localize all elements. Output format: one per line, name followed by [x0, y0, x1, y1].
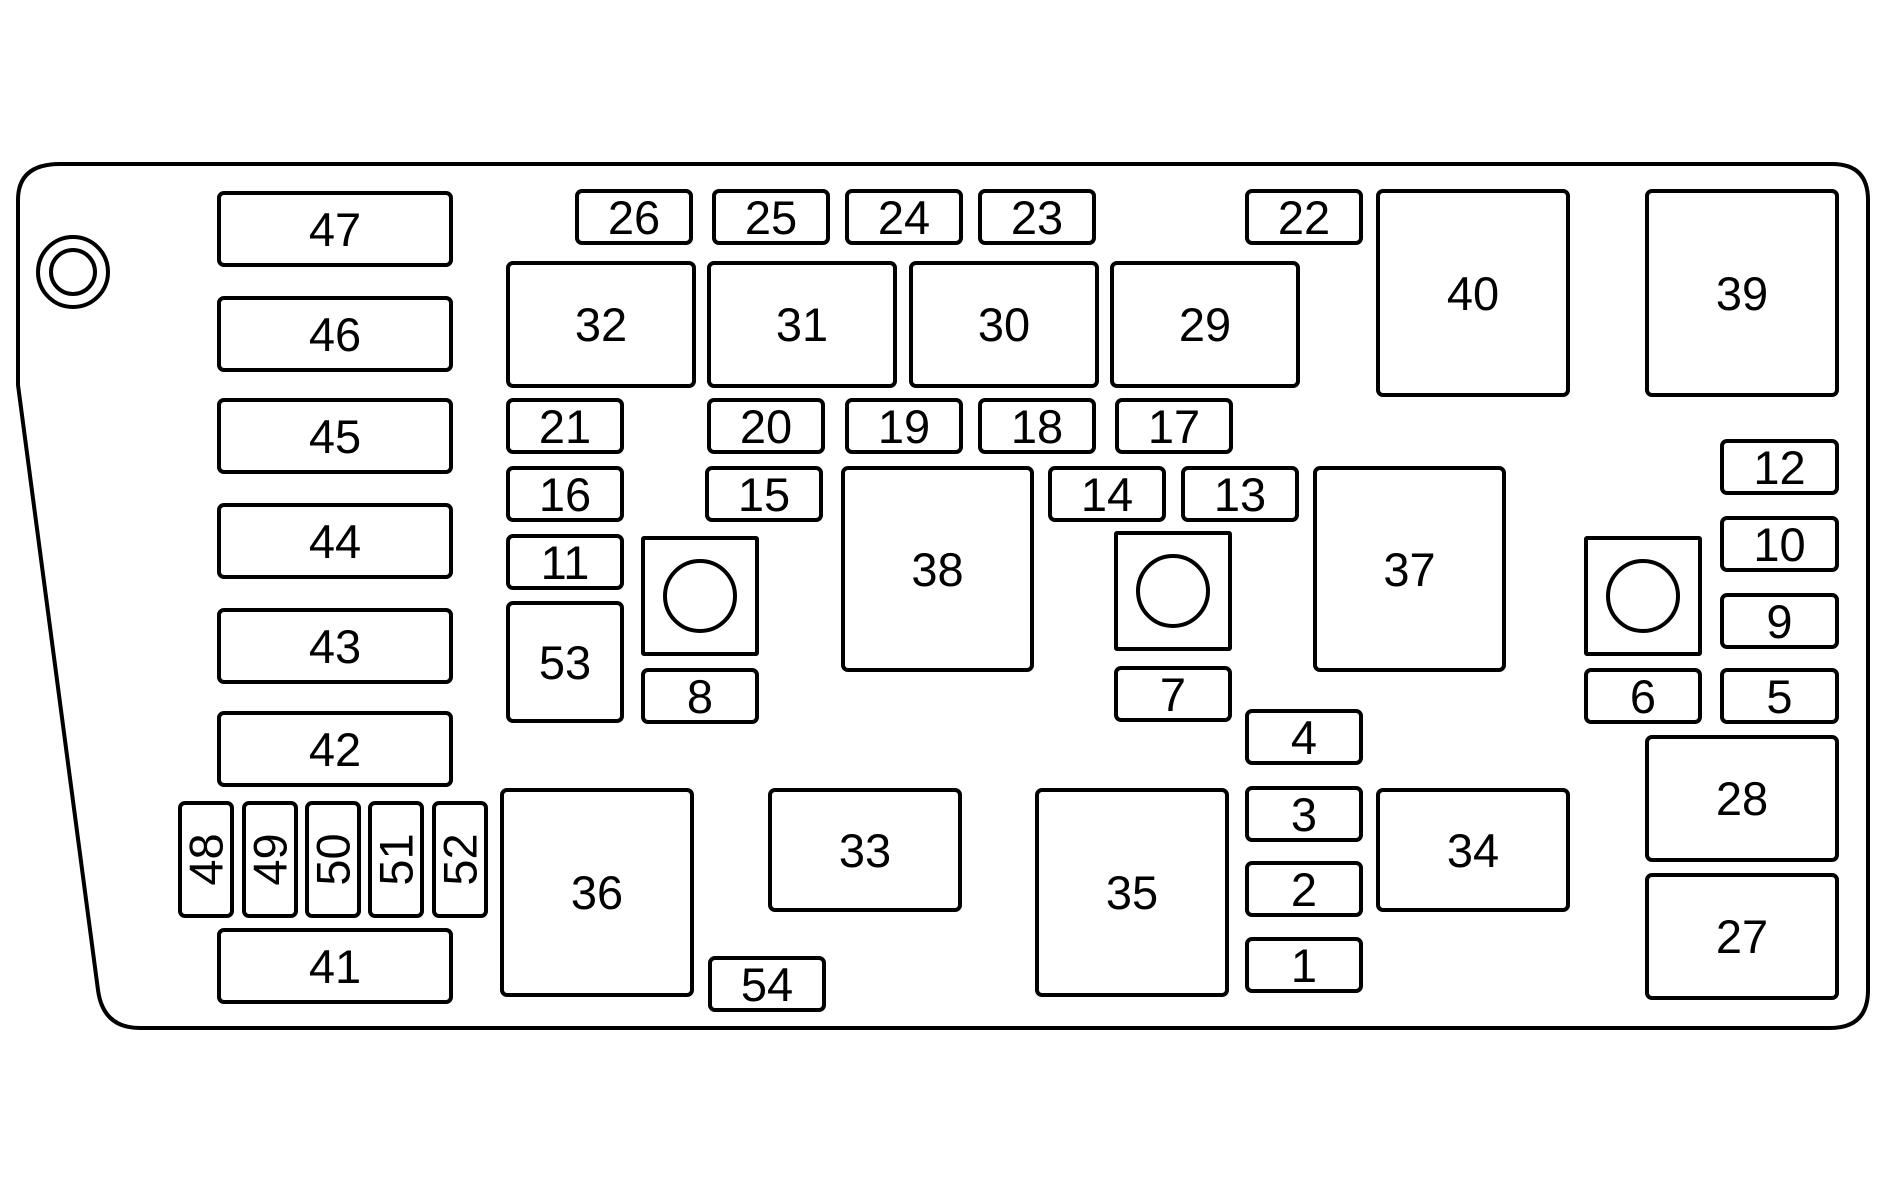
- relay-27: 27: [1645, 873, 1839, 1000]
- fuse-1: 1: [1245, 937, 1363, 993]
- fuse-32: 32: [506, 261, 696, 388]
- relay-39: 39: [1645, 189, 1839, 397]
- relay-40: 40: [1376, 189, 1570, 397]
- fuse-31: 31: [707, 261, 897, 388]
- fuse-5: 5: [1720, 668, 1839, 724]
- fuse-8: 8: [641, 668, 759, 724]
- fuse-16: 16: [506, 466, 624, 522]
- fuse-9: 9: [1720, 593, 1839, 649]
- mounting-hole-icon: [36, 235, 110, 309]
- relay-33: 33: [768, 788, 962, 912]
- terminal-stud-icon: [641, 536, 759, 656]
- fuse-3: 3: [1245, 786, 1363, 842]
- fuse-26: 26: [575, 189, 693, 245]
- terminal-stud-icon: [1114, 531, 1232, 651]
- fuse-17: 17: [1115, 398, 1233, 454]
- fuse-6: 6: [1584, 668, 1702, 724]
- fuse-41: 41: [217, 928, 453, 1004]
- fuse-45: 45: [217, 398, 453, 474]
- fuse-44: 44: [217, 503, 453, 579]
- relay-36: 36: [500, 788, 694, 997]
- fuse-20: 20: [707, 398, 825, 454]
- fuse-49: 49: [242, 801, 298, 918]
- fuse-47: 47: [217, 191, 453, 267]
- fuse-42: 42: [217, 711, 453, 787]
- terminal-stud-icon: [1584, 536, 1702, 656]
- fuse-14: 14: [1048, 466, 1166, 522]
- relay-37: 37: [1313, 466, 1506, 672]
- fuse-19: 19: [845, 398, 963, 454]
- fuse-48: 48: [178, 801, 234, 918]
- fuse-22: 22: [1245, 189, 1363, 245]
- fuse-21: 21: [506, 398, 624, 454]
- fuse-12: 12: [1720, 439, 1839, 495]
- fuse-4: 4: [1245, 709, 1363, 765]
- fuse-43: 43: [217, 608, 453, 684]
- fuse-13: 13: [1181, 466, 1299, 522]
- fuse-53: 53: [506, 601, 624, 723]
- relay-35: 35: [1035, 788, 1229, 997]
- fuse-2: 2: [1245, 861, 1363, 917]
- relay-28: 28: [1645, 735, 1839, 862]
- fuse-23: 23: [978, 189, 1096, 245]
- fuse-18: 18: [978, 398, 1096, 454]
- fuse-25: 25: [712, 189, 830, 245]
- fuse-7: 7: [1114, 666, 1232, 722]
- fuse-29: 29: [1110, 261, 1300, 388]
- fuse-54: 54: [708, 956, 826, 1012]
- fuse-24: 24: [845, 189, 963, 245]
- fuse-51: 51: [368, 801, 424, 918]
- fuse-15: 15: [705, 466, 823, 522]
- fuse-10: 10: [1720, 516, 1839, 572]
- fuse-11: 11: [506, 534, 624, 590]
- relay-34: 34: [1376, 788, 1570, 912]
- fuse-46: 46: [217, 296, 453, 372]
- fuse-30: 30: [909, 261, 1099, 388]
- fuse-50: 50: [305, 801, 361, 918]
- fuse-52: 52: [432, 801, 488, 918]
- relay-38: 38: [841, 466, 1034, 672]
